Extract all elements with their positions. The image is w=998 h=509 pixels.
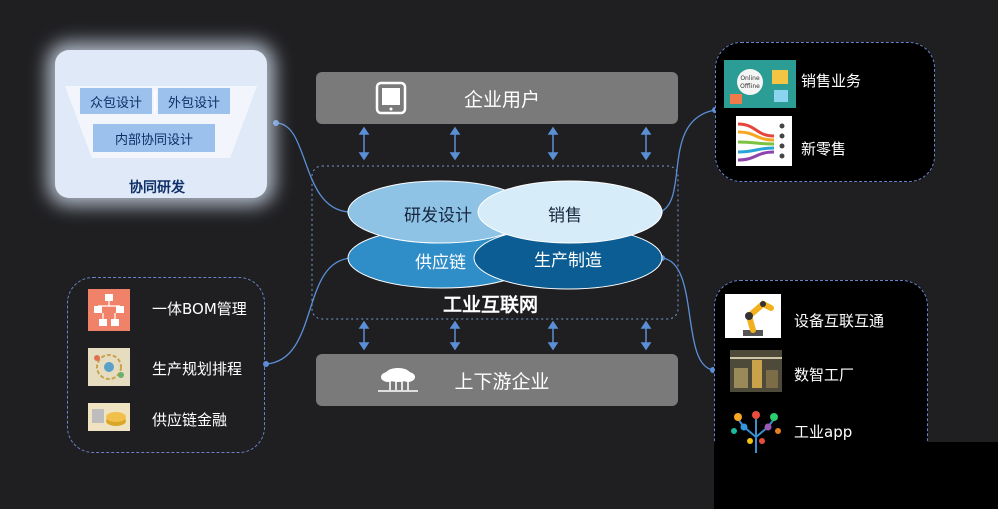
cloud-network-icon [374,366,422,394]
robot-arm-icon [725,294,781,338]
core-sales-label: 销售 [548,206,582,226]
svg-text:Offline: Offline [740,83,760,90]
bottom-bar: 上下游企业 [316,354,678,406]
top-bar: 企业用户 [316,72,678,124]
left-item-planning: 生产规划排程 [152,360,243,378]
core-mfg-label: 生产制造 [534,251,602,271]
factory-icon [730,350,782,392]
curve-connectors [265,109,716,371]
left-item-bom: 一体BOM管理 [152,300,247,318]
right-item-sales: 销售业务 [801,72,862,90]
rd-internal-box: 内部协同设计 [93,124,215,152]
left-item-finance: 供应链金融 [152,411,228,429]
bottom-bar-label: 上下游企业 [454,370,550,393]
rd-panel: 众包设计 外包设计 内部协同设计 协同研发 [55,50,267,198]
rd-ext-box: 外包设计 [158,88,230,114]
core-supply-label: 供应链 [415,253,466,273]
core-rd-label: 研发设计 [404,206,472,226]
app-tree-icon [730,407,782,455]
planning-icon [88,348,130,386]
ellipse-sales [477,180,663,244]
bom-structure-icon [88,289,130,331]
rd-crowd-label: 众包设计 [89,95,142,111]
rd-crowd-box: 众包设计 [80,88,152,114]
tablet-icon [374,81,408,115]
right-item-factory: 数智工厂 [794,366,855,384]
right-bottom-block [714,442,998,509]
right-item-retail: 新零售 [801,140,847,158]
rd-ext-label: 外包设计 [167,95,220,111]
left-panel [67,277,265,453]
rd-divider [154,91,156,111]
bottom-arrows [358,320,652,351]
core-title: 工业互联网 [443,294,539,316]
top-arrows [358,126,652,161]
top-bar-label: 企业用户 [463,88,540,111]
rd-internal-label: 内部协同设计 [114,132,193,148]
new-retail-icon [736,116,792,166]
finance-coins-icon [88,403,130,431]
right-item-app: 工业app [794,423,853,441]
svg-text:Online: Online [740,75,760,82]
rd-title: 协同研发 [129,180,185,196]
right-item-device: 设备互联互通 [794,312,885,330]
